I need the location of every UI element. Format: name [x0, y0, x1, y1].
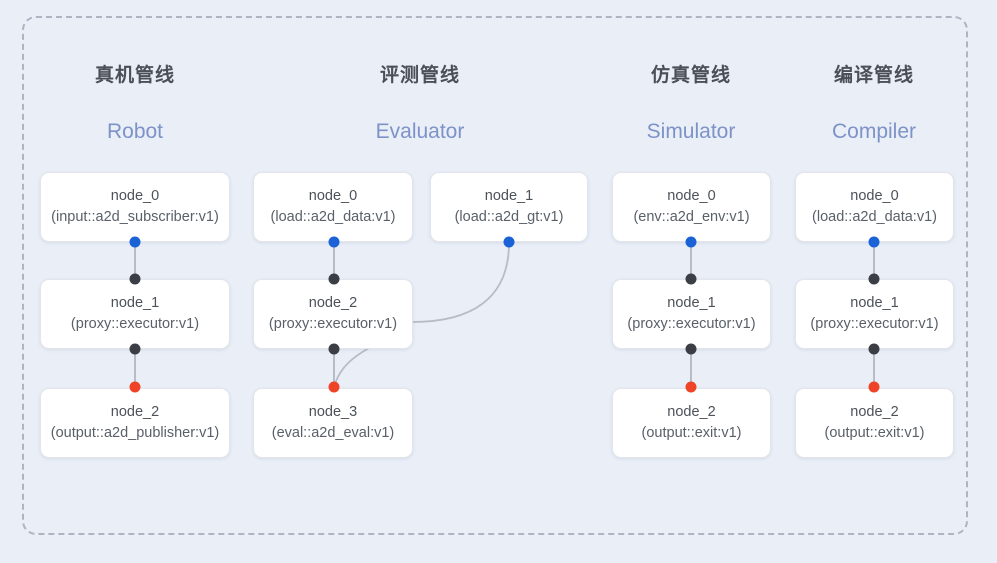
- port-in-sim-node-1[interactable]: [685, 273, 697, 285]
- node-label-type: (proxy::executor:v1): [70, 316, 200, 332]
- node-label-type: (output::exit:v1): [641, 425, 742, 441]
- node-label-type: (load::a2d_data:v1): [812, 209, 937, 225]
- edge-comp-1-to-2: [873, 349, 875, 387]
- port-in-comp-node-2[interactable]: [868, 381, 880, 393]
- port-in-eval-node-1[interactable]: [503, 236, 515, 248]
- node-label-type: (load::a2d_data:v1): [270, 209, 396, 225]
- node-label-name: node_1: [110, 294, 160, 311]
- node-label-name: node_2: [850, 403, 899, 420]
- node-label-type: (input::a2d_subscriber:v1): [51, 209, 219, 225]
- node-label-type: (proxy::executor:v1): [810, 316, 939, 332]
- node-label-type: (env::a2d_env:v1): [633, 209, 750, 225]
- port-in-sim-node-0[interactable]: [685, 236, 697, 248]
- port-out-comp-node-1[interactable]: [868, 343, 880, 355]
- port-in-robot-node-1[interactable]: [129, 273, 141, 285]
- node-eval-node-3[interactable]: node_3 (eval::a2d_eval:v1): [253, 388, 413, 458]
- edge-comp-0-to-1: [873, 242, 875, 279]
- node-label-type: (output::a2d_publisher:v1): [50, 425, 220, 441]
- port-out-robot-node-1[interactable]: [129, 343, 141, 355]
- port-in-sim-node-2[interactable]: [685, 381, 697, 393]
- port-in-comp-node-1[interactable]: [868, 273, 880, 285]
- node-label-name: node_0: [850, 187, 899, 204]
- node-label-name: node_3: [308, 403, 358, 420]
- port-in-eval-node-0[interactable]: [328, 236, 340, 248]
- node-label-name: node_1: [484, 187, 534, 204]
- node-label-type: (proxy::executor:v1): [627, 316, 756, 332]
- port-in-robot-node-2[interactable]: [129, 381, 141, 393]
- node-label-name: node_2: [667, 403, 716, 420]
- node-label-type: (proxy::executor:v1): [268, 316, 398, 332]
- port-in-eval-node-3[interactable]: [328, 381, 340, 393]
- port-in-robot-node-0[interactable]: [129, 236, 141, 248]
- port-in-comp-node-0[interactable]: [868, 236, 880, 248]
- edge-eval-0-to-2: [333, 242, 335, 279]
- node-robot-node-2[interactable]: node_2 (output::a2d_publisher:v1): [40, 388, 230, 458]
- node-sim-node-2[interactable]: node_2 (output::exit:v1): [612, 388, 771, 458]
- node-eval-node-1[interactable]: node_1 (load::a2d_gt:v1): [430, 172, 588, 242]
- port-in-eval-node-2[interactable]: [328, 273, 340, 285]
- port-out-sim-node-1[interactable]: [685, 343, 697, 355]
- node-robot-node-0[interactable]: node_0 (input::a2d_subscriber:v1): [40, 172, 230, 242]
- node-label-name: node_2: [308, 294, 358, 311]
- node-label-name: node_2: [110, 403, 160, 420]
- node-label-type: (load::a2d_gt:v1): [454, 209, 564, 225]
- node-eval-node-2[interactable]: node_2 (proxy::executor:v1): [253, 279, 413, 349]
- edge-robot-1-to-2: [134, 349, 136, 387]
- node-label-type: (eval::a2d_eval:v1): [271, 425, 395, 441]
- node-comp-node-1[interactable]: node_1 (proxy::executor:v1): [795, 279, 954, 349]
- edge-robot-0-to-1: [134, 242, 136, 279]
- node-label-type: (output::exit:v1): [824, 425, 925, 441]
- edge-sim-0-to-1: [690, 242, 692, 279]
- node-sim-node-0[interactable]: node_0 (env::a2d_env:v1): [612, 172, 771, 242]
- node-comp-node-0[interactable]: node_0 (load::a2d_data:v1): [795, 172, 954, 242]
- node-eval-node-0[interactable]: node_0 (load::a2d_data:v1): [253, 172, 413, 242]
- node-label-name: node_0: [110, 187, 160, 204]
- node-label-name: node_1: [850, 294, 899, 311]
- edge-sim-1-to-2: [690, 349, 692, 387]
- node-label-name: node_0: [308, 187, 358, 204]
- port-out-eval-node-2[interactable]: [328, 343, 340, 355]
- node-label-name: node_0: [667, 187, 716, 204]
- node-robot-node-1[interactable]: node_1 (proxy::executor:v1): [40, 279, 230, 349]
- node-label-name: node_1: [667, 294, 716, 311]
- node-sim-node-1[interactable]: node_1 (proxy::executor:v1): [612, 279, 771, 349]
- node-comp-node-2[interactable]: node_2 (output::exit:v1): [795, 388, 954, 458]
